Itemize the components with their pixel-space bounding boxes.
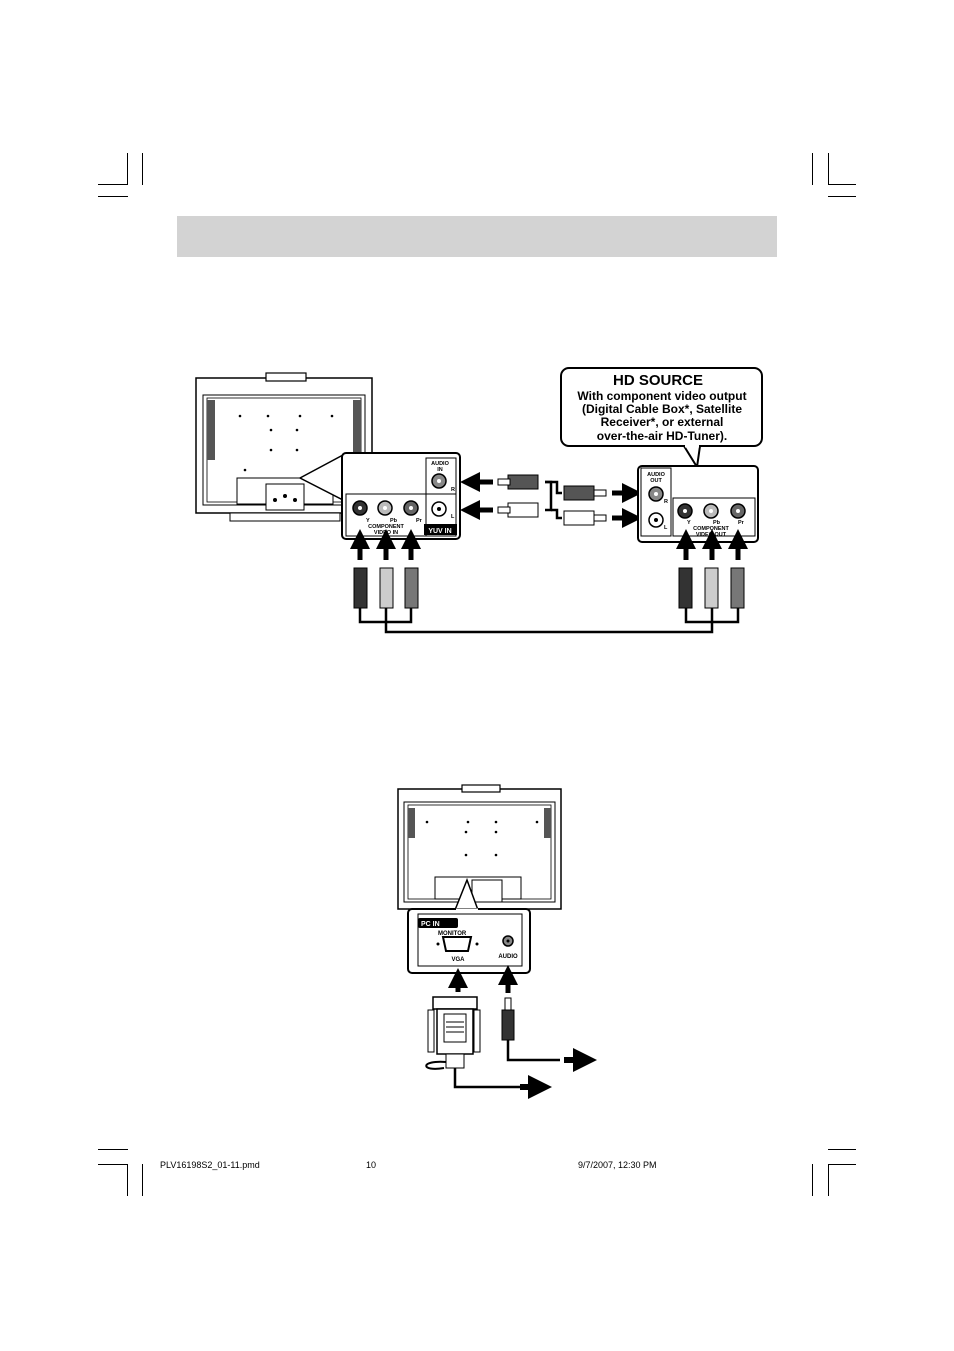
footer-page-number: 10 <box>366 1160 377 1170</box>
pb-label: Pb <box>390 518 398 524</box>
crop-mark <box>127 1164 128 1196</box>
footer-datetime: 9/7/2007, 12:30 PM <box>578 1160 657 1170</box>
component-label: COMPONENT <box>368 524 404 530</box>
vga-cable <box>425 968 552 1099</box>
hd-source-title: HD SOURCE <box>613 372 703 389</box>
audio-label: AUDIO <box>498 954 518 960</box>
r-label: R <box>664 499 668 505</box>
crop-mark <box>828 1149 856 1150</box>
pr-label: Pr <box>738 520 745 526</box>
component-cable-set <box>350 529 748 634</box>
crop-mark <box>828 153 829 185</box>
hd-source-line: Receiver*, or external <box>601 415 724 429</box>
crop-mark <box>98 196 128 197</box>
l-label: L <box>451 514 455 520</box>
pc-input-panel <box>407 908 531 974</box>
component-label: COMPONENT <box>693 526 729 532</box>
vga-label: VGA <box>451 957 465 963</box>
crop-mark <box>828 196 856 197</box>
crop-mark <box>98 184 128 185</box>
crop-mark <box>142 153 143 185</box>
audio-in-label: AUDIO <box>431 461 449 467</box>
tv-input-panel <box>341 452 461 540</box>
component-label: VIDEO IN <box>374 530 398 536</box>
audio-cable-set <box>460 472 642 528</box>
crop-mark <box>812 1164 813 1196</box>
audio-in-label: IN <box>437 467 443 473</box>
y-label: Y <box>687 520 691 526</box>
crop-mark <box>98 1149 128 1150</box>
crop-mark <box>828 184 856 185</box>
footer-filename: PLV16198S2_01-11.pmd <box>160 1160 260 1170</box>
pc-in-label: PC IN <box>421 921 440 928</box>
hd-source-line: over-the-air HD-Tuner). <box>597 429 727 443</box>
pb-label: Pb <box>713 520 721 526</box>
section-header-bar <box>177 216 777 257</box>
component-label: VIDEO OUT <box>696 532 727 538</box>
crop-mark <box>142 1164 143 1196</box>
crop-mark <box>812 153 813 185</box>
hd-source-callout <box>560 367 763 470</box>
r-label: R <box>451 487 455 493</box>
hd-source-line: With component video output <box>577 389 746 403</box>
source-output-panel <box>637 465 759 543</box>
yuv-in-label: YUV IN <box>428 528 451 535</box>
tv-back-illustration-pc <box>397 784 562 911</box>
pr-label: Pr <box>416 518 423 524</box>
audio-cable <box>498 965 597 1072</box>
crop-mark <box>828 1164 856 1165</box>
audio-out-label: AUDIO <box>647 472 665 478</box>
hd-source-line: (Digital Cable Box*, Satellite <box>582 402 742 416</box>
crop-mark <box>127 153 128 185</box>
monitor-label: MONITOR <box>438 931 467 937</box>
crop-mark <box>828 1164 829 1196</box>
l-label: L <box>664 525 668 531</box>
audio-out-label: OUT <box>650 478 662 484</box>
crop-mark <box>98 1164 128 1165</box>
y-label: Y <box>366 518 370 524</box>
